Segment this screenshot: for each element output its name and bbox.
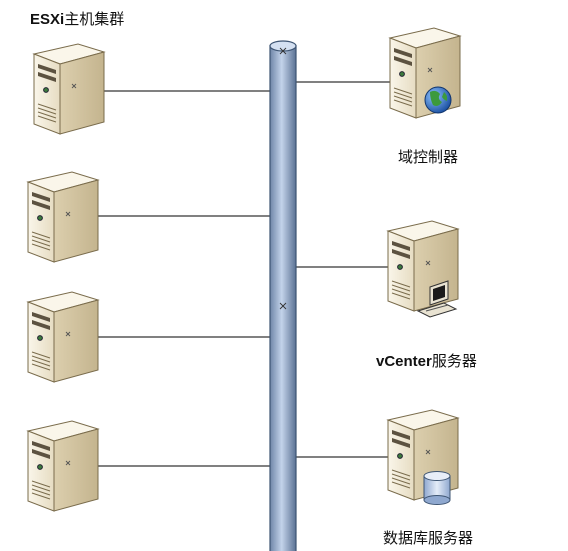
domain-controller-label: 域控制器 (398, 149, 459, 166)
domain-controller-server (389, 27, 461, 119)
connection-lines (98, 81, 390, 467)
cluster-label-prefix: ESXi (30, 11, 65, 28)
esxi-host-3 (27, 291, 99, 383)
esxi-host-2 (27, 171, 99, 263)
cluster-label-suffix: 主机集群 (64, 11, 125, 28)
esxi-host-1 (33, 43, 105, 135)
vcenter-label-prefix: vCenter (376, 353, 432, 370)
esxi-host-4 (27, 420, 99, 512)
database-server-label: 数据库服务器 (383, 530, 474, 547)
workstation-icon (416, 280, 458, 318)
cluster-label: ESXi主机集群 (30, 8, 124, 29)
vcenter-label: vCenter服务器 (376, 350, 477, 371)
vcenter-server (387, 220, 459, 318)
database-cylinder-icon (423, 471, 451, 505)
database-server (387, 409, 459, 505)
vcenter-label-suffix: 服务器 (431, 353, 477, 370)
globe-icon (424, 86, 452, 114)
network-bus (269, 40, 297, 551)
